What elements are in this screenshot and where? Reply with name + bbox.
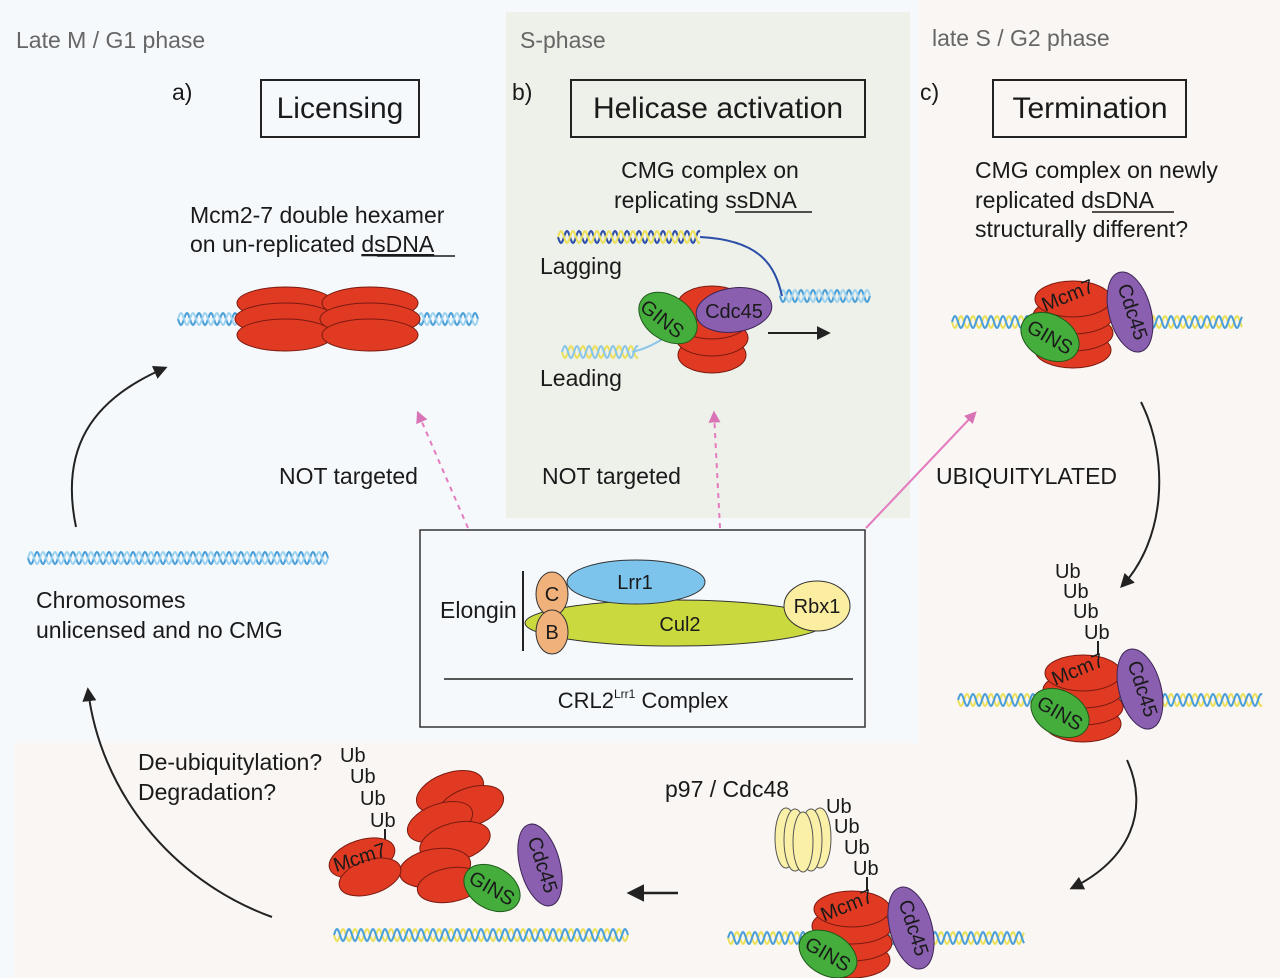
panel-letter-b: b) <box>512 79 532 105</box>
deubiquitylation-label: De-ubiquitylation? <box>138 749 322 775</box>
degradation-label: Degradation? <box>138 779 276 805</box>
not-targeted-label-b: NOT targeted <box>542 463 681 489</box>
disassembled-mcm <box>328 770 563 913</box>
panel-title-a: Licensing <box>277 92 404 125</box>
phase-label-g2: late S / G2 phase <box>932 25 1110 51</box>
caption-c-line3: structurally different? <box>975 216 1188 242</box>
dna-bottom-middle <box>333 927 629 943</box>
svg-text:Ub: Ub <box>340 745 366 767</box>
elongin-label: Elongin <box>440 597 517 623</box>
cdc45-label-b: Cdc45 <box>705 301 763 323</box>
s-phase-background <box>506 12 910 518</box>
p97-hexamer <box>774 807 832 873</box>
svg-text:Ub: Ub <box>844 837 870 859</box>
svg-text:Ub: Ub <box>834 816 860 838</box>
crl2-complex-title: CRL2Lrr1 Complex <box>558 687 729 713</box>
chromosomes-line1: Chromosomes <box>36 587 186 613</box>
ubiquitylated-label: UBIQUITYLATED <box>936 463 1117 489</box>
g2-phase-background <box>918 0 1280 978</box>
gins-ub <box>1030 687 1090 739</box>
svg-text:Ub: Ub <box>853 858 879 880</box>
caption-c-line2: replicated dsDNA <box>975 187 1155 213</box>
dna-parental <box>779 288 871 304</box>
gins-b <box>638 291 698 345</box>
leading-label: Leading <box>540 365 622 391</box>
cmg-complex-c <box>1020 271 1154 369</box>
svg-text:Ub: Ub <box>350 766 376 788</box>
panel-title-box-a <box>260 79 420 138</box>
gins-bottom-right <box>798 929 858 978</box>
panel-letter-c: c) <box>920 79 939 105</box>
svg-text:Ub: Ub <box>360 788 386 810</box>
gins-bottom-middle <box>463 863 521 913</box>
cul2-label: Cul2 <box>659 614 700 636</box>
arrow-ub-to-p97 <box>1069 759 1138 890</box>
svg-text:Ub: Ub <box>1063 581 1089 603</box>
dna-lagging <box>557 229 701 245</box>
cycle-arrow-to-chromosomes <box>82 687 273 918</box>
cycle-arrow-to-licensing <box>70 365 168 528</box>
panel-title-box-b <box>570 79 866 138</box>
cmg-complex-b <box>638 285 773 374</box>
lagging-label: Lagging <box>540 253 622 279</box>
cdc45-ub <box>1116 648 1164 730</box>
caption-c-line1: CMG complex on newly <box>975 157 1218 183</box>
phase-label-s: S-phase <box>520 27 606 53</box>
elongin-b-subunit <box>535 609 569 655</box>
ub-chain-c: Ub Ub Ub Ub <box>1055 561 1110 644</box>
gins-c <box>1020 311 1080 363</box>
lrr1-label: Lrr1 <box>617 572 653 594</box>
caption-b-line1: CMG complex on <box>621 157 799 183</box>
rbx1-subunit <box>783 580 851 632</box>
cmg-complex-ub <box>1030 648 1164 743</box>
arrow-termination-to-ub <box>1120 401 1161 589</box>
rbx1-label: Rbx1 <box>794 596 841 618</box>
dna-chromosomes <box>27 550 329 566</box>
p97-label: p97 / Cdc48 <box>665 776 789 802</box>
dna-leading <box>561 344 639 360</box>
panel-title-box-c <box>992 79 1187 138</box>
svg-text:Ub: Ub <box>1073 601 1099 623</box>
cdc45-bottom-right <box>887 886 935 970</box>
svg-text:Ub: Ub <box>1055 561 1081 583</box>
cdc45-bottom-middle <box>517 823 563 907</box>
caption-a-line1: Mcm2-7 double hexamer <box>190 202 445 228</box>
cmg-complex-bottom-right <box>798 886 935 978</box>
mcm2-7-double-hexamer <box>234 286 421 352</box>
elongin-c-label: C <box>545 584 559 606</box>
cdc45-c <box>1106 271 1154 353</box>
not-targeted-arrow-a <box>416 410 469 529</box>
ub-chain-bottom-right: Ub Ub Ub Ub <box>826 796 879 880</box>
svg-text:Ub: Ub <box>1084 622 1110 644</box>
panel-letter-a: a) <box>172 79 192 105</box>
svg-text:Ub: Ub <box>826 796 852 818</box>
ub-chain-bottom-middle: Ub Ub Ub Ub <box>340 745 396 832</box>
caption-b-line2: replicating ssDNA <box>614 187 797 213</box>
ubiquitylated-arrow <box>865 411 977 529</box>
lrr1-subunit <box>566 559 706 605</box>
panel-title-b: Helicase activation <box>593 92 843 125</box>
caption-a-line2: on un-replicated dsDNA <box>190 231 435 257</box>
svg-text:Ub: Ub <box>370 810 396 832</box>
not-targeted-label-a: NOT targeted <box>279 463 418 489</box>
chromosomes-line2: unlicensed and no CMG <box>36 617 283 643</box>
panel-title-c: Termination <box>1012 92 1167 125</box>
elongin-b-label: B <box>545 622 558 644</box>
phase-label-g1: Late M / G1 phase <box>16 27 205 53</box>
lagging-strand-loop <box>699 236 783 297</box>
cdc45-b <box>695 287 773 333</box>
